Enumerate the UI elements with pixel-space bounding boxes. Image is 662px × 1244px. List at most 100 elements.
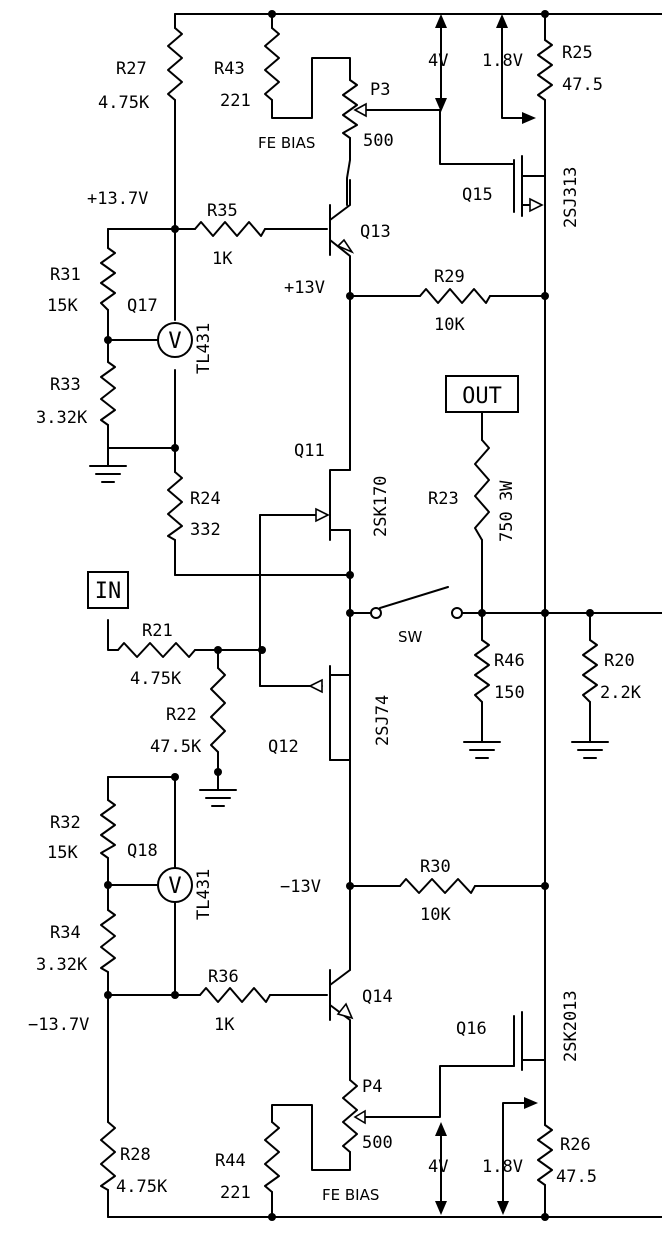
r32-symbol [100, 799, 116, 859]
r27-symbol [167, 27, 183, 101]
q16-part: 2SK2013 [561, 990, 581, 1062]
r24-ref: R24 [190, 489, 221, 509]
r27-value: 4.75K [98, 93, 150, 113]
r34-ref: R34 [50, 923, 81, 943]
r24-symbol [167, 471, 183, 541]
r46-ref: R46 [494, 651, 525, 671]
p4-ref: P4 [362, 1077, 382, 1097]
svg-text:V: V [168, 329, 181, 354]
q11-part: 2SK170 [371, 476, 391, 537]
r20-ref: R20 [604, 651, 635, 671]
r32-value: 15K [47, 843, 78, 863]
q15-ref: Q15 [462, 185, 493, 205]
q18-ref: Q18 [127, 841, 158, 861]
voltage-pos-13: +13V [284, 278, 325, 298]
r43-value: 221 [220, 91, 251, 111]
q17-ref: Q17 [127, 296, 158, 316]
q14-ref: Q14 [362, 987, 393, 1007]
r43-ref: R43 [214, 59, 245, 79]
voltage-neg-13-7: −13.7V [28, 1015, 89, 1035]
r26-value: 47.5 [556, 1167, 597, 1187]
q11-ref: Q11 [294, 441, 325, 461]
switch-symbol [370, 607, 463, 619]
r30-symbol [399, 878, 476, 894]
ground-symbol-q17 [89, 465, 127, 483]
voltage-1-8v-bottom: 1.8V [482, 1157, 523, 1177]
r25-value: 47.5 [562, 75, 603, 95]
r27-ref: R27 [116, 59, 147, 79]
r22-ref: R22 [166, 705, 197, 725]
q17-symbol: V [157, 322, 193, 358]
r26-ref: R26 [560, 1135, 591, 1155]
r44-value: 221 [220, 1183, 251, 1203]
svg-text:IN: IN [95, 579, 122, 604]
r33-ref: R33 [50, 375, 81, 395]
q13-ref: Q13 [360, 222, 391, 242]
switch-label: SW [398, 628, 423, 646]
r22-value: 47.5K [150, 737, 202, 757]
r21-value: 4.75K [130, 669, 182, 689]
q12-ref: Q12 [268, 737, 299, 757]
r29-ref: R29 [434, 267, 465, 287]
svg-text:OUT: OUT [462, 384, 502, 409]
ground-symbol-r46 [463, 741, 501, 759]
voltage-pos-13-7: +13.7V [87, 189, 148, 209]
q16-ref: Q16 [456, 1019, 487, 1039]
q18-part: TL431 [194, 869, 214, 920]
r30-value: 10K [420, 905, 451, 925]
r35-ref: R35 [207, 201, 238, 221]
r46-symbol [474, 639, 490, 703]
r34-value: 3.32K [36, 955, 88, 975]
r26-symbol [537, 1124, 553, 1186]
r31-symbol [100, 247, 116, 311]
r36-value: 1K [214, 1015, 235, 1035]
resistors [100, 27, 598, 1193]
q18-symbol: V [157, 867, 193, 903]
r23-value: 750 3W [497, 480, 517, 542]
r31-value: 15K [47, 296, 78, 316]
r25-symbol [537, 39, 553, 101]
p4-value: 500 [362, 1133, 393, 1153]
r21-ref: R21 [142, 621, 173, 641]
out-port: OUT [445, 375, 519, 413]
r44-ref: R44 [215, 1151, 246, 1171]
r34-symbol [100, 909, 116, 973]
r33-symbol [100, 361, 116, 426]
r28-ref: R28 [120, 1145, 151, 1165]
r44-symbol [264, 1121, 280, 1193]
q12-part: 2SJ74 [373, 695, 393, 746]
voltage-1-8v-top: 1.8V [482, 51, 523, 71]
r21-symbol [117, 642, 196, 658]
r28-symbol [100, 1121, 116, 1191]
r20-symbol [582, 639, 598, 703]
r31-ref: R31 [50, 265, 81, 285]
fe-bias-bottom: FE BIAS [322, 1186, 379, 1204]
r36-ref: R36 [208, 967, 239, 987]
ground-symbol-r20 [571, 741, 609, 759]
r35-value: 1K [212, 249, 233, 269]
q17-part: TL431 [194, 323, 214, 374]
r33-value: 3.32K [36, 408, 88, 428]
r29-symbol [419, 288, 491, 304]
voltage-4v-top: 4V [428, 51, 448, 71]
p3-value: 500 [363, 131, 394, 151]
fe-bias-top: FE BIAS [258, 134, 315, 152]
r23-symbol [474, 439, 490, 541]
q15-part: 2SJ313 [561, 167, 581, 228]
r43-symbol [264, 27, 280, 101]
p3-symbol [342, 79, 358, 139]
r23-ref: R23 [428, 489, 459, 509]
p3-ref: P3 [370, 80, 390, 100]
in-port: IN [87, 571, 129, 609]
r35-symbol [194, 221, 266, 237]
svg-text:V: V [168, 874, 181, 899]
p4-symbol [342, 1079, 358, 1153]
r46-value: 150 [494, 683, 525, 703]
junction-dots [104, 10, 594, 1221]
r24-value: 332 [190, 520, 221, 540]
r29-value: 10K [434, 315, 465, 335]
r28-value: 4.75K [116, 1177, 168, 1197]
r20-value: 2.2K [600, 683, 642, 703]
r32-ref: R32 [50, 813, 81, 833]
